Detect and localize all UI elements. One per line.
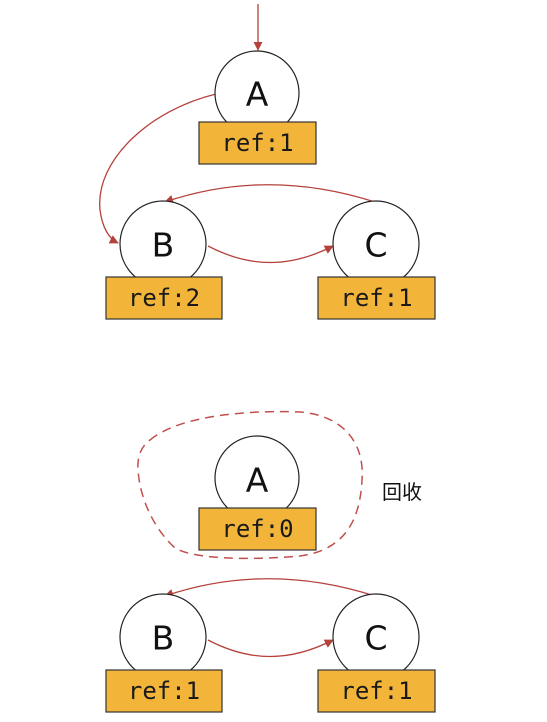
- node-c-top: C ref:1: [317, 200, 436, 320]
- node-a-ref-top: ref:1: [221, 129, 293, 157]
- node-c-ref-box-top: [317, 276, 436, 320]
- edge-b-to-c-top: [207, 245, 334, 264]
- node-b-bottom: B ref:1: [105, 593, 223, 713]
- edge-b-to-c-bottom: [207, 639, 334, 658]
- node-b-label-bottom: B: [152, 619, 175, 658]
- node-c-ref-bottom: ref:1: [340, 677, 412, 705]
- node-b-ref-top: ref:2: [128, 284, 200, 312]
- node-b-label-top: B: [152, 226, 175, 265]
- node-b-top: B ref:2: [105, 200, 223, 320]
- node-a-bottom: A ref:0: [198, 435, 317, 551]
- edge-c-to-b-top: [164, 184, 376, 204]
- node-b-ref-box-bottom: [105, 669, 223, 713]
- node-a-label-top: A: [246, 75, 269, 114]
- node-c-ref-box-bottom: [317, 669, 436, 713]
- node-c-label-top: C: [364, 226, 387, 265]
- bottom-graph: A ref:0 回收 B ref:1 C ref:1: [105, 410, 436, 713]
- node-b-ref-box-top: [105, 276, 223, 320]
- node-c-bottom: C ref:1: [317, 593, 436, 713]
- node-a-ref-bottom: ref:0: [221, 515, 293, 543]
- collected-outline: [137, 410, 363, 560]
- collected-label: 回收: [382, 480, 422, 504]
- node-a-label-bottom: A: [246, 461, 269, 500]
- top-graph: A ref:1 B ref:2 C ref:1: [99, 4, 436, 320]
- node-c-label-bottom: C: [364, 619, 387, 658]
- edge-c-to-b-bottom: [164, 578, 376, 598]
- edge-a-to-b-top: [99, 93, 217, 244]
- node-a-ref-box-bottom: [198, 507, 317, 551]
- node-c-ref-top: ref:1: [340, 284, 412, 312]
- node-a-ref-box-top: [198, 121, 317, 165]
- node-b-ref-bottom: ref:1: [128, 677, 200, 705]
- node-a-top: A ref:1: [198, 50, 317, 165]
